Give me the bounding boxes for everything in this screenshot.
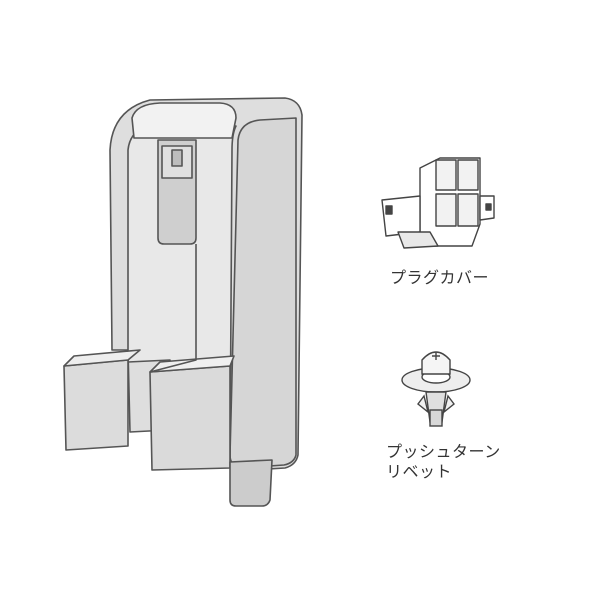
push-turn-rivet-label: プッシュターン リベット bbox=[386, 442, 501, 482]
push-turn-rivet-label-line1: プッシュターン bbox=[386, 442, 501, 461]
push-turn-rivet-label-line2: リベット bbox=[386, 462, 453, 481]
plug-cover-label: プラグカバー bbox=[390, 268, 490, 287]
